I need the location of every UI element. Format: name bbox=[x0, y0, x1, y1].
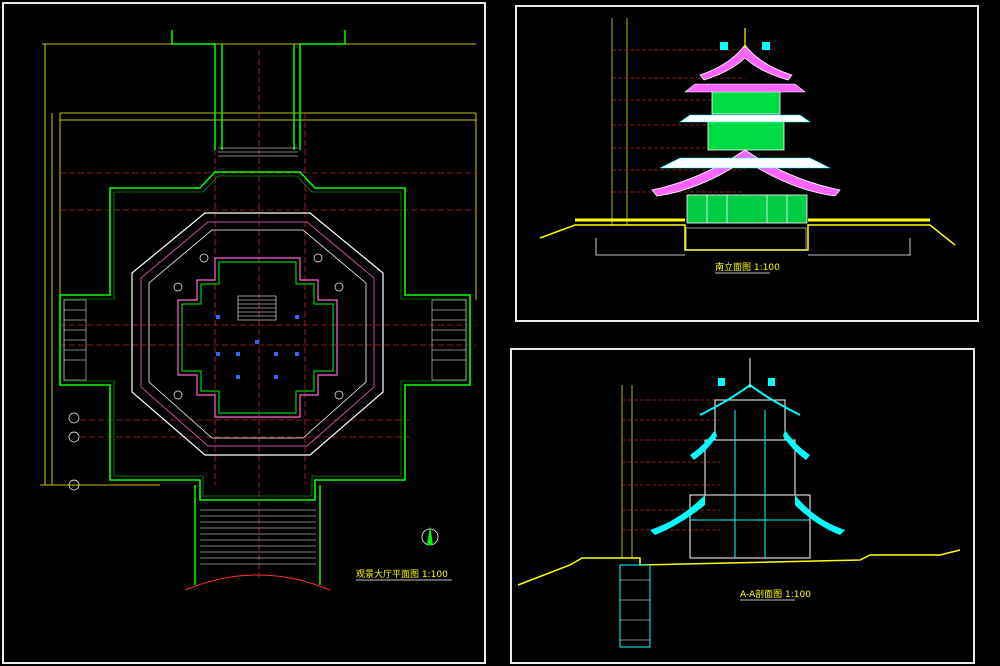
section-level-lines bbox=[622, 399, 720, 531]
section-inner-walls bbox=[690, 410, 810, 558]
floor-plan bbox=[40, 30, 477, 591]
octagon-hall-mid bbox=[140, 221, 375, 447]
side-stairs bbox=[63, 299, 467, 381]
platform-outline bbox=[59, 171, 471, 501]
elevation-ridge-ornament-right bbox=[762, 42, 770, 50]
north-arrow-icon bbox=[421, 526, 439, 546]
section-dimension-lines bbox=[621, 385, 633, 558]
inner-chamber bbox=[177, 257, 338, 418]
elevation-ground-story bbox=[686, 194, 808, 224]
elevation-lower-roof bbox=[651, 149, 841, 197]
bottom-entry-steps bbox=[200, 509, 316, 565]
section-ground-line bbox=[517, 549, 961, 586]
elevation-lower-eave bbox=[659, 157, 831, 169]
section-middle-roof-left bbox=[690, 430, 717, 460]
elevation-ground-columns bbox=[706, 195, 788, 223]
section-sheet-frame bbox=[510, 348, 975, 664]
elevation-dimension-lines bbox=[611, 18, 628, 225]
elevation-third-story bbox=[707, 119, 785, 151]
elevation-top-roof bbox=[699, 44, 793, 81]
section-aa bbox=[517, 358, 961, 648]
section-middle-roof-right bbox=[783, 430, 810, 460]
bottom-entry-walls bbox=[184, 485, 331, 591]
central-stair bbox=[237, 295, 277, 321]
plan-dimension-lines bbox=[40, 43, 477, 486]
plan-title: 观景大厅平面图 1:100 bbox=[356, 568, 448, 580]
section-middle-story bbox=[704, 439, 796, 496]
top-entry-steps bbox=[218, 147, 298, 157]
elevation-middle-eave bbox=[679, 114, 811, 123]
axis-bubbles bbox=[68, 253, 344, 491]
elevation-fourth-story bbox=[711, 89, 781, 115]
elevation-ridge-ornament-left bbox=[720, 42, 728, 50]
platform-inner-outline bbox=[63, 175, 467, 497]
south-elevation bbox=[539, 18, 956, 256]
section-ridge-ornament-right bbox=[768, 378, 775, 386]
inner-chamber-wall bbox=[181, 261, 334, 414]
section-ground-story bbox=[689, 494, 811, 559]
section-lower-roof-right bbox=[795, 495, 845, 535]
octagon-hall-outer bbox=[131, 212, 384, 456]
section-lower-roof-left bbox=[650, 495, 705, 535]
section-ridge-ornament-left bbox=[718, 378, 725, 386]
plan-sheet-frame bbox=[2, 2, 486, 664]
south-elevation-title: 南立面图 1:100 bbox=[715, 261, 780, 273]
section-upper-story bbox=[714, 399, 786, 441]
columns bbox=[216, 315, 299, 379]
top-entry-walls bbox=[171, 30, 346, 150]
section-foundation-hatch bbox=[620, 579, 650, 641]
plan-axis-lines bbox=[60, 50, 476, 580]
section-title: A-A剖面图 1:100 bbox=[740, 588, 811, 600]
elevation-terrace bbox=[539, 218, 956, 256]
elevation-upper-eave bbox=[684, 83, 806, 93]
octagon-hall-inner bbox=[148, 229, 367, 439]
elevation-sheet-frame bbox=[515, 5, 979, 322]
section-foundation bbox=[619, 564, 651, 648]
